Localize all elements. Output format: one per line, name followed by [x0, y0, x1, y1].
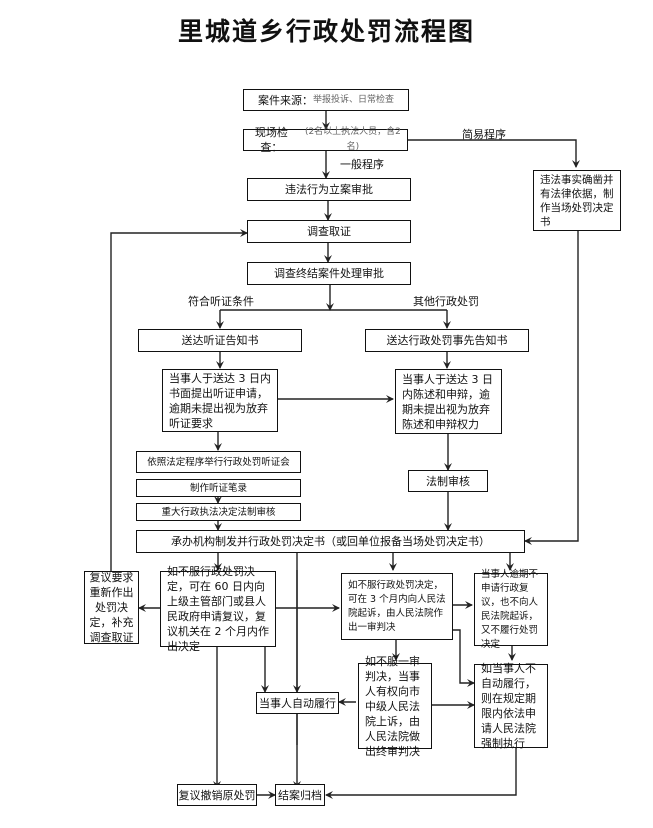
revoke-box: 复议撤销原处罚 — [177, 784, 257, 806]
site-inspection-box: 现场检查： (2名以上执法人员，含2名) — [243, 126, 408, 154]
arrow-simple-decision — [524, 230, 579, 545]
label-general-procedure: 一般程序 — [340, 158, 384, 171]
site-inspection-detail: (2名以上执法人员，含2名) — [304, 127, 401, 152]
enforce-box: 如当事人不自动履行，则在规定期限内依法申请人民法院强制执行 — [474, 662, 548, 750]
case-source-detail: 举报投诉、日常检查 — [312, 94, 394, 105]
hearing-meeting-box: 依照法定程序举行行政处罚听证会 — [136, 451, 301, 473]
simple-decision-box: 违法事实确凿并有法律依据，制作当场处罚决定书 — [533, 170, 621, 231]
decision-box: 承办机构制发并行政处罚决定书（或回单位报备当场处罚决定书） — [136, 530, 525, 553]
arrow-simple-procedure — [407, 139, 580, 168]
redo-box: 复议要求重新作出处罚决定，补充调查取证 — [84, 571, 139, 644]
filing-approval-box: 违法行为立案审批 — [247, 178, 411, 201]
hearing-request-box: 当事人于送达 3 日内书面提出听证申请，逾期未提出视为放弃听证要求 — [162, 369, 278, 432]
case-conclusion-box: 调查终结案件处理审批 — [247, 262, 411, 285]
statement-box: 当事人于送达 3 日内陈述和申辩，逾期未提出视为放弃陈述和申辩权力 — [395, 369, 502, 434]
self-perform-box: 当事人自动履行 — [256, 692, 339, 714]
case-source-label: 案件来源： — [257, 93, 313, 107]
label-other-penalty: 其他行政处罚 — [413, 295, 479, 308]
investigation-box: 调查取证 — [247, 220, 411, 243]
case-source-box: 案件来源：举报投诉、日常检查 — [243, 89, 409, 111]
prior-notice-box: 送达行政处罚事先告知书 — [365, 329, 529, 352]
appeal-box: 如不服一审判决，当事人有权向市中级人民法院上诉，由人民法院做出终审判决 — [358, 655, 432, 758]
archive-box: 结案归档 — [275, 784, 325, 806]
label-simple-procedure: 简易程序 — [462, 128, 506, 141]
site-inspection-label: 现场检查： — [254, 126, 288, 154]
major-review-box: 重大行政执法决定法制审核 — [136, 503, 301, 521]
lawsuit-box: 如不服行政处罚决定，可在 3 个月内向人民法院起诉，由人民法院作出一审判决 — [341, 573, 453, 640]
page-title: 里城道乡行政处罚流程图 — [177, 17, 475, 46]
overdue-box: 当事人逾期不申请行政复议，也不向人民法院起诉，又不履行处罚决定 — [474, 569, 548, 650]
label-hearing-condition: 符合听证条件 — [188, 295, 254, 308]
hearing-notice-box: 送达听证告知书 — [138, 329, 302, 352]
arrow-redo-investigation — [110, 229, 248, 571]
hearing-record-box: 制作听证笔录 — [136, 479, 301, 497]
legal-review-box: 法制审核 — [408, 470, 488, 492]
reconsideration-box: 如不服行政处罚决定，可在 60 日内向上级主管部门或县人民政府申请复议，复议机关… — [160, 565, 276, 653]
